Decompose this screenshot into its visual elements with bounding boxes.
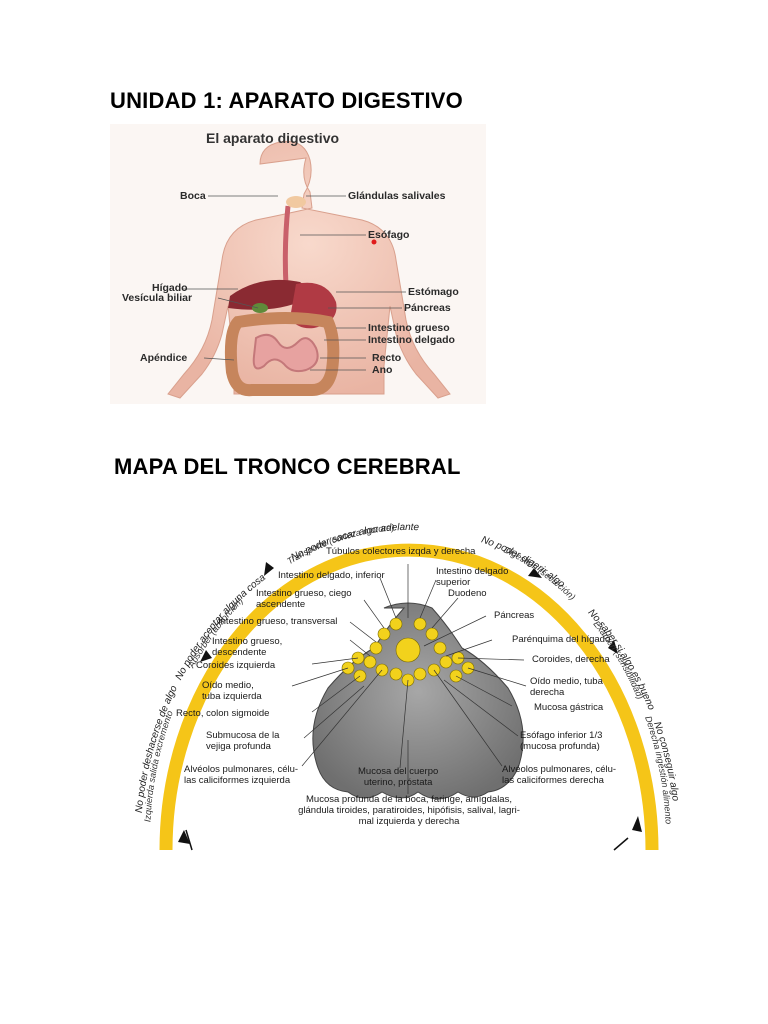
label-boca: Boca: [180, 190, 206, 202]
unit-heading: UNIDAD 1: APARATO DIGESTIVO: [110, 88, 463, 114]
label-esofago: Esófago: [368, 229, 409, 241]
label-alveolos-derecha: Alvéolos pulmonares, célu-las caliciform…: [502, 764, 616, 786]
label-int-delgado-inferior: Intestino delgado, inferior: [278, 570, 385, 581]
label-coroides-derecha: Coroides, derecha: [532, 654, 610, 665]
label-coroides-izquierda: Coroides izquierda: [196, 660, 275, 671]
label-parenquima: Parénquima del hígado: [512, 634, 610, 645]
label-glandulas: Glándulas salivales: [348, 190, 445, 202]
figure-title: El aparato digestivo: [206, 130, 339, 146]
label-pancreas: Páncreas: [404, 302, 451, 314]
label-oido-izquierda: Oído medio,tuba izquierda: [202, 680, 262, 702]
label-vesicula: Vesícula biliar: [122, 292, 192, 304]
label-ano: Ano: [372, 364, 392, 376]
digestive-system-figure: El aparato digestivo Boca Glándulas sali…: [110, 124, 486, 404]
label-pancreas: Páncreas: [494, 610, 534, 621]
label-tubulos: Túbulos colectores izqda y derecha: [326, 546, 475, 557]
label-intestino-delgado: Intestino delgado: [368, 334, 455, 346]
label-intestino-grueso: Intestino grueso: [368, 322, 450, 334]
label-apendice: Apéndice: [140, 352, 187, 364]
label-mucosa-gastrica: Mucosa gástrica: [534, 702, 603, 713]
label-mucosa-profunda: Mucosa profunda de la boca, faringe, amí…: [264, 794, 554, 827]
map-heading: MAPA DEL TRONCO CEREBRAL: [114, 454, 461, 480]
brainstem-map-figure: No poder deshacerse de algo No poder ace…: [114, 490, 704, 880]
label-estomago: Estómago: [408, 286, 459, 298]
label-esofago-inferior: Esófago inferior 1/3(mucosa profunda): [520, 730, 602, 752]
label-grueso-descendente: Intestino grueso,descendente: [212, 636, 282, 658]
label-recto: Recto: [372, 352, 401, 364]
label-duodeno: Duodeno: [448, 588, 487, 599]
label-recto-sigmoide: Recto, colon sigmoide: [176, 708, 269, 719]
label-grueso-transversal: Intestino grueso, transversal: [218, 616, 337, 627]
label-alveolos-izquierda: Alvéolos pulmonares, célu-las caliciform…: [184, 764, 298, 786]
